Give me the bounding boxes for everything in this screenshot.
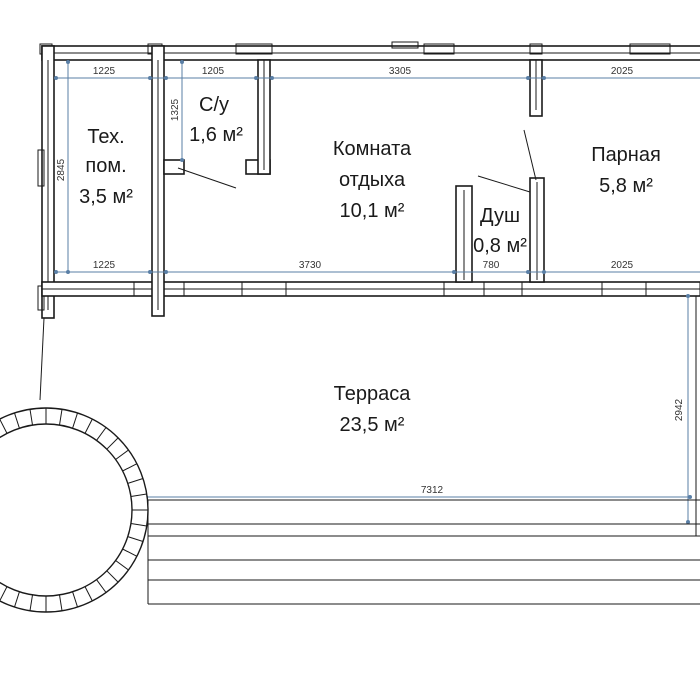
left-wall — [37, 45, 55, 319]
terrace-outline — [39, 296, 697, 536]
tub-stave — [59, 594, 63, 611]
tub-stave — [130, 493, 147, 497]
tub-stave — [0, 586, 8, 602]
tub-stave — [115, 449, 129, 460]
tub-stave — [96, 427, 107, 441]
dim-terrace-depth: 2942 — [674, 398, 685, 421]
tub-stave — [122, 548, 138, 557]
sauna-door-swing — [523, 129, 537, 181]
round-tub — [0, 407, 149, 613]
room-rest-name-1: Комната — [333, 138, 412, 160]
room-sauna-name: Парная — [591, 144, 661, 166]
dim-bottom-shower: 780 — [483, 260, 500, 271]
tub-stave — [0, 418, 8, 434]
tub-stave — [84, 418, 93, 434]
shower-door-swing — [477, 175, 531, 193]
left-height-dimension: 2845 — [56, 60, 70, 274]
tub-stave — [72, 591, 78, 608]
wall-rest-sauna-stub — [529, 59, 543, 117]
tub-stave — [122, 463, 138, 472]
terrace-width-dimension: 7312 — [144, 485, 692, 499]
room-rest-area: 10,1 м² — [340, 200, 405, 222]
room-rest-name-2: отдыха — [339, 169, 406, 191]
dim-bottom-tech: 1225 — [93, 260, 116, 271]
room-terrace: Терраса 23,5 м² — [334, 383, 412, 436]
tub-stave — [127, 536, 144, 542]
wall-tech-wc — [151, 45, 165, 317]
terrace-depth-dimension: 2942 — [674, 294, 690, 524]
room-sauna-area: 5,8 м² — [599, 175, 653, 197]
top-dimensions: 1225 1205 3305 2025 — [54, 66, 700, 80]
tub-stave — [96, 579, 107, 593]
room-terrace-area: 23,5 м² — [340, 414, 405, 436]
room-shower-name: Душ — [480, 205, 520, 227]
dim-terrace-width: 7312 — [421, 485, 444, 496]
room-rest: Комната отдыха 10,1 м² — [333, 138, 412, 222]
dim-bottom-sauna: 2025 — [611, 260, 634, 271]
tub-stave — [59, 409, 63, 426]
dim-wc-height: 1325 — [170, 98, 181, 121]
tub-stave — [72, 412, 78, 429]
dim-bottom-rest: 3730 — [299, 260, 322, 271]
dim-top-rest: 3305 — [389, 66, 412, 77]
dim-left-height: 2845 — [56, 158, 67, 181]
dim-top-wc: 1205 — [202, 66, 225, 77]
room-wc-name: С/у — [199, 94, 229, 116]
room-shower: Душ 0,8 м² — [473, 205, 527, 257]
wall-shower — [455, 177, 545, 283]
tub-stave — [127, 478, 144, 484]
room-wc-area: 1,6 м² — [189, 124, 243, 146]
room-tech: Тех. пом. 3,5 м² — [79, 126, 133, 208]
tub-stave — [115, 560, 129, 571]
wall-wc-rest — [163, 59, 271, 175]
top-wall — [39, 41, 700, 61]
tub-stave — [29, 594, 33, 611]
terrace-steps — [146, 499, 700, 605]
room-tech-name-1: Тех. — [87, 126, 124, 148]
room-shower-area: 0,8 м² — [473, 235, 527, 257]
dim-top-sauna: 2025 — [611, 66, 634, 77]
room-tech-name-2: пом. — [85, 155, 126, 177]
room-wc: С/у 1,6 м² — [189, 94, 243, 146]
room-sauna: Парная 5,8 м² — [591, 144, 661, 197]
tub-stave — [84, 586, 93, 602]
tub-stave — [106, 570, 119, 583]
tub-stave — [14, 412, 20, 429]
wc-height-dimension: 1325 — [170, 60, 184, 162]
bottom-dimensions: 1225 3730 780 2025 — [54, 260, 700, 274]
room-tech-area: 3,5 м² — [79, 186, 133, 208]
tub-stave — [14, 591, 20, 608]
wc-door-swing — [177, 167, 237, 189]
room-terrace-name: Терраса — [334, 383, 412, 405]
tub-stave — [29, 409, 33, 426]
tub-stave — [106, 437, 119, 450]
tub-stave — [130, 523, 147, 527]
bottom-wall — [41, 281, 700, 297]
dim-top-tech: 1225 — [93, 66, 116, 77]
